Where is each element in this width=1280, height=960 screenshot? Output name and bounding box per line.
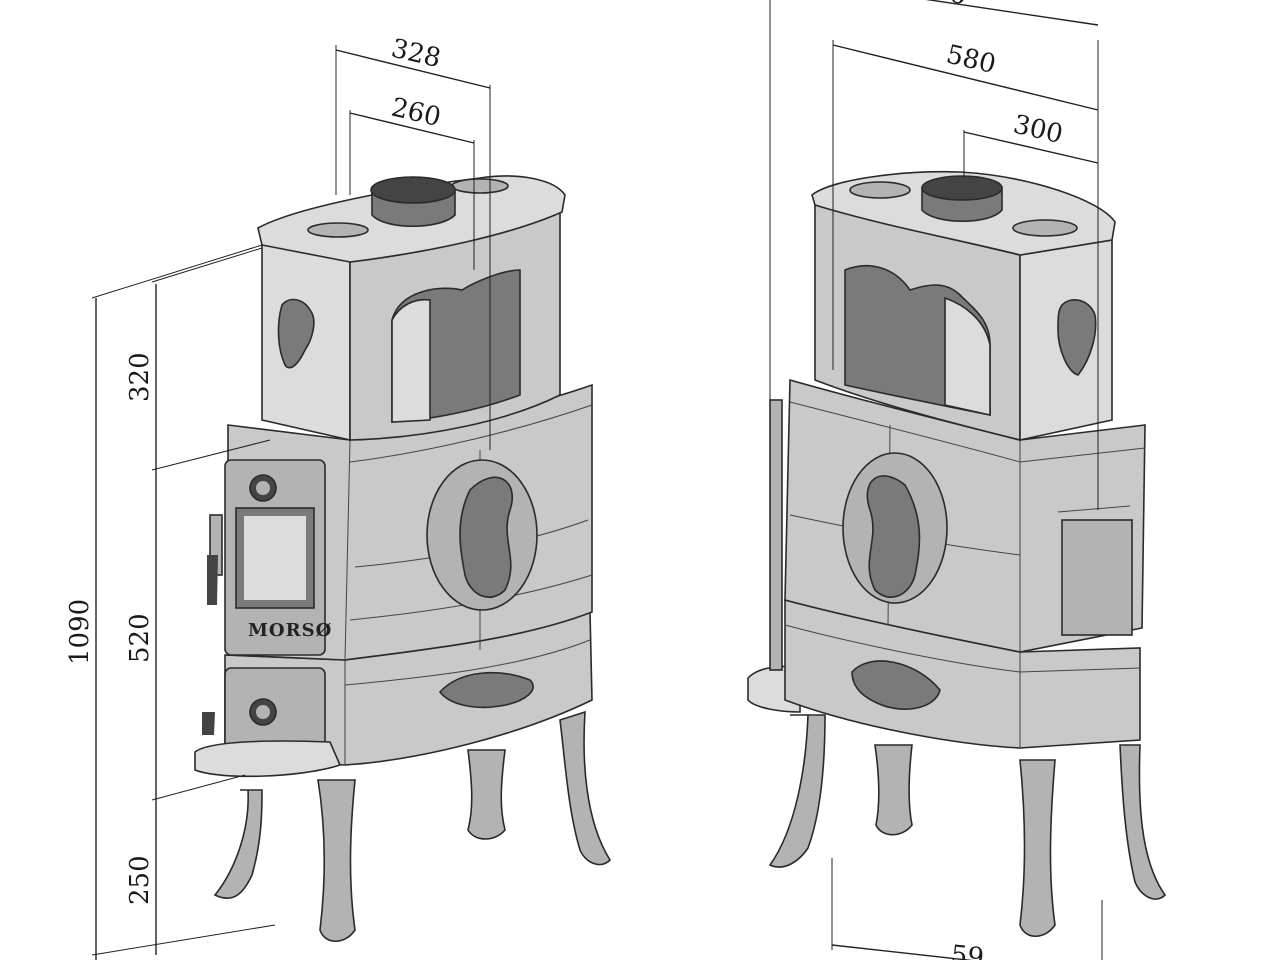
dimension-lines — [91, 0, 1103, 960]
label-front-top-outer: 328 — [388, 34, 443, 74]
side-ornament-squirrel — [842, 452, 948, 604]
front-ornament-squirrel — [426, 459, 538, 611]
side-stove — [747, 170, 1167, 938]
front-ornament-top — [277, 298, 315, 369]
label-front-top-inner: 260 — [388, 93, 443, 133]
front-leg-center — [317, 779, 356, 943]
front-leg-back — [467, 749, 506, 840]
side-leg-back — [874, 744, 913, 836]
label-side-bottom-width: 59 — [949, 940, 985, 960]
label-middle-height: 520 — [125, 613, 155, 663]
front-leg-right — [559, 710, 612, 866]
front-stove: MORSØ — [194, 175, 612, 943]
dim-line-side-top-width — [832, 44, 1099, 111]
dim-line-side-bottom-width — [831, 944, 974, 960]
side-leg-right — [1119, 744, 1167, 900]
side-panel — [1061, 519, 1133, 636]
side-ornament-lower — [851, 660, 941, 710]
dim-line-front-top-inner — [349, 112, 475, 144]
front-ornament-lower — [438, 671, 534, 709]
dim-line-side-flue-offset — [963, 131, 1099, 164]
side-ornament-top — [1057, 299, 1097, 376]
label-total-height: 1090 — [65, 599, 95, 665]
dim-line-front-top-outer — [335, 49, 491, 89]
label-upper-height: 320 — [125, 352, 155, 402]
side-leg-center — [1019, 759, 1056, 938]
dim-line-side-top-cut — [925, 0, 1099, 26]
dimension-labels: 328 260 1090 320 520 250 76 580 300 59 — [65, 0, 1066, 960]
label-leg-height: 250 — [125, 855, 155, 905]
front-ash-shelf — [194, 740, 342, 778]
label-side-top-cut: 76 — [931, 0, 968, 11]
front-leg-left — [213, 789, 263, 899]
side-leg-left — [768, 714, 826, 868]
brand-plate: MORSØ — [248, 620, 332, 641]
label-side-flue-offset: 300 — [1010, 110, 1065, 150]
